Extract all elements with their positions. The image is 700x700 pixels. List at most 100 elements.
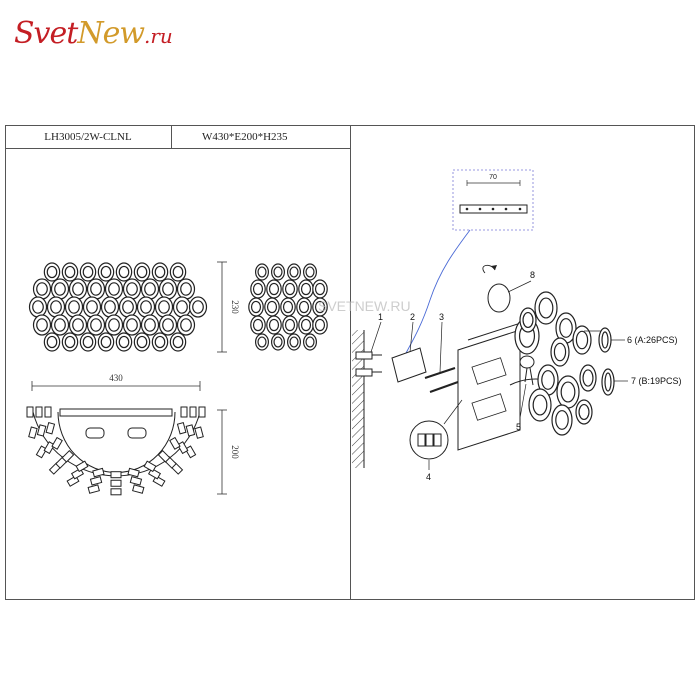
bracket-holes (465, 207, 522, 211)
assembly-ring (575, 399, 593, 425)
crystal-ring (296, 297, 312, 317)
crystal-ring (280, 297, 296, 317)
crystal-ring (115, 332, 133, 352)
crystal-ring (133, 262, 151, 282)
crystal-ring (118, 296, 138, 318)
assembly-ring (572, 325, 592, 355)
crystal-ring (255, 333, 270, 351)
crystal-ring (43, 262, 61, 282)
overall-dimensions: W430*E200*H235 (202, 131, 288, 143)
crystal-link (194, 426, 204, 439)
crystal-ring (248, 297, 264, 317)
crystal-ring (298, 279, 314, 299)
crystal-ring (271, 263, 286, 281)
crystal-ring (172, 296, 192, 318)
crystal-link (198, 406, 206, 418)
callout-4: 4 (426, 472, 431, 482)
crystal-ring (176, 278, 196, 300)
crystal-ring (82, 296, 102, 318)
crystal-link (45, 422, 56, 435)
svetnew-logo: SvetNew.ru (14, 16, 173, 51)
crystal-ring-b (601, 368, 615, 396)
assembly-ring (519, 307, 537, 333)
crystal-ring (61, 332, 79, 352)
assembly-ring (551, 404, 573, 436)
crystal-link (44, 406, 52, 418)
depth-dimension (217, 409, 227, 495)
crystal-link (169, 436, 181, 450)
lamp-backplate (457, 329, 521, 451)
crystal-ring (46, 296, 66, 318)
crystal-ring (140, 278, 160, 300)
crystal-ring (32, 314, 52, 336)
crystal-ring (64, 296, 84, 318)
assembly-ring (528, 388, 552, 422)
crystal-ring (136, 296, 156, 318)
depth-label: 200 (230, 445, 240, 459)
crystal-ring (312, 315, 328, 335)
crystal-ring (104, 314, 124, 336)
crystal-ring (154, 296, 174, 318)
callout-5: 5 (516, 422, 521, 432)
watermark-text: SVETNEW.RU (318, 298, 411, 314)
crystal-link (110, 488, 122, 496)
crystal-link (185, 424, 196, 437)
width-dimension (31, 381, 201, 391)
crystal-link (35, 406, 43, 418)
crystal-ring (287, 333, 302, 351)
crystal-ring (250, 279, 266, 299)
crystal-ring (97, 262, 115, 282)
crystal-ring (271, 333, 286, 351)
crystal-link (75, 460, 89, 473)
crystal-ring (32, 278, 52, 300)
crystal-link (176, 441, 189, 455)
crystal-chain-outline (26, 406, 206, 496)
panel-divider (350, 125, 351, 600)
crystal-ring (176, 314, 196, 336)
detail-leader-line (404, 229, 471, 356)
crystal-link (110, 479, 122, 487)
crystal-link (176, 422, 187, 435)
crystal-ring (282, 315, 298, 335)
fixing-screws (424, 367, 459, 393)
crystal-ring (133, 332, 151, 352)
crystal-link (28, 426, 38, 439)
height-dimension (217, 261, 227, 353)
crystal-ring (158, 278, 178, 300)
crystal-link (143, 460, 157, 473)
crystal-ring (28, 296, 48, 318)
crystal-ring (115, 262, 133, 282)
model-number: LH3005/2W-CLNL (5, 125, 172, 149)
assembly-ring (537, 364, 559, 396)
callout-leaders (370, 280, 628, 470)
logo-part-new: New (77, 16, 145, 51)
crystal-link (184, 445, 197, 459)
crystal-link (89, 476, 103, 486)
crystal-ring (140, 314, 160, 336)
crystal-link (132, 484, 145, 494)
crystal-link (35, 445, 48, 459)
bracket-detail-box (452, 169, 534, 231)
bracket-width-label: 70 (489, 174, 497, 181)
callout-6: 6 (A:26PCS) (627, 335, 678, 345)
crystal-ring (122, 314, 142, 336)
crystal-ring (86, 314, 106, 336)
crystal-link (129, 476, 143, 486)
crystal-ring (79, 262, 97, 282)
assembly-ring (556, 375, 580, 409)
height-label: 230 (230, 300, 240, 314)
callout-1: 1 (378, 312, 383, 322)
light-bulb (487, 283, 511, 313)
crystal-ring (287, 263, 302, 281)
crystal-link (127, 467, 140, 478)
crystal-ring (312, 279, 328, 299)
crystal-link (157, 449, 171, 463)
crystal-link (43, 441, 56, 455)
assembly-ring (534, 291, 558, 325)
wall-hatching (352, 330, 364, 468)
width-label: 430 (109, 373, 123, 383)
crystal-ring (61, 262, 79, 282)
crystal-ring (86, 278, 106, 300)
crystal-link (26, 406, 34, 418)
